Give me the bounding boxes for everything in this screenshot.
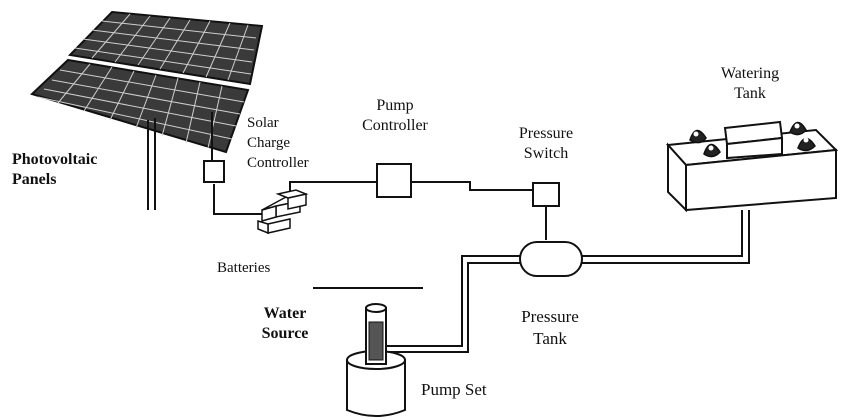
label-batteries: Batteries bbox=[217, 260, 271, 276]
pressure-tank bbox=[519, 241, 583, 277]
piping bbox=[386, 210, 750, 353]
pump-set bbox=[346, 303, 406, 417]
label-photovoltaic-panels: Photovoltaic Panels bbox=[12, 151, 98, 188]
photovoltaic-panels bbox=[30, 10, 264, 210]
label-watering-tank: Watering Tank bbox=[720, 65, 780, 102]
solar-charge-controller-box bbox=[203, 160, 225, 183]
label-pressure-tank: Pressure Tank bbox=[521, 307, 579, 348]
batteries bbox=[257, 189, 309, 235]
label-pressure-switch: Pressure Switch bbox=[518, 125, 574, 162]
label-pump-controller: Pump Controller bbox=[362, 97, 428, 134]
pump-controller-box bbox=[376, 163, 412, 198]
label-pump-set: Pump Set bbox=[421, 380, 487, 399]
label-water-source: Water Source bbox=[261, 305, 309, 342]
label-solar-charge-controller: Solar Charge Controller bbox=[247, 115, 309, 171]
watering-tank bbox=[665, 120, 839, 213]
pressure-switch-box bbox=[532, 182, 560, 207]
